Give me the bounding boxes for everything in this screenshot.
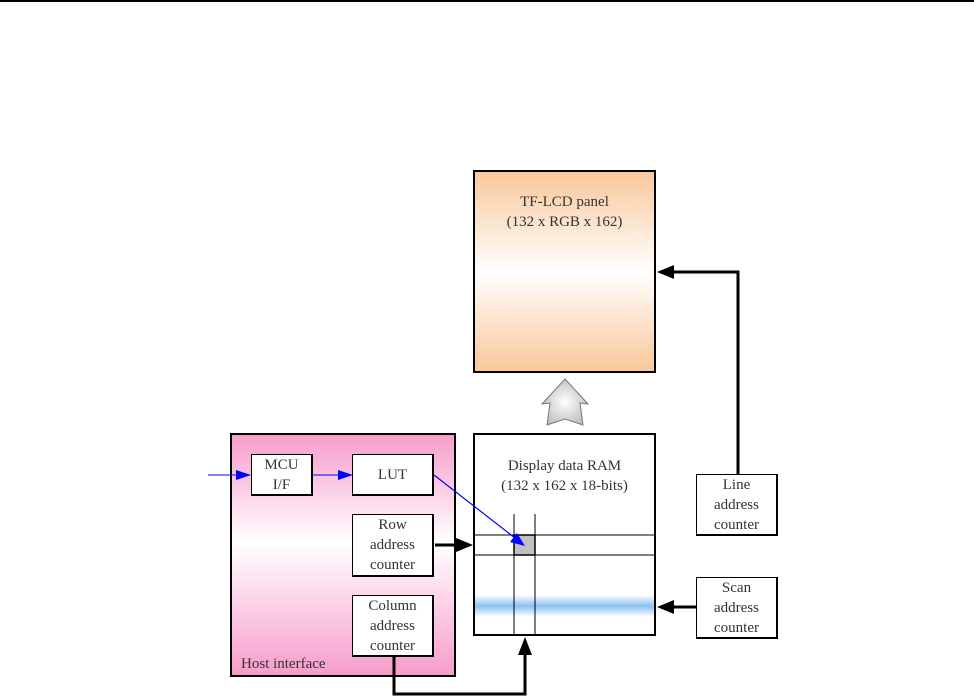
mcu-label: MCU xyxy=(264,456,299,473)
column-counter-line1: Column xyxy=(368,597,417,614)
column-counter-arrowhead-icon xyxy=(518,637,532,655)
ram-to-panel-arrow-icon xyxy=(540,378,590,426)
display-ram-size: (132 x 162 x 18-bits) xyxy=(501,478,628,494)
display-ram-name: Display data RAM xyxy=(507,458,622,474)
column-address-counter-box: Column address counter xyxy=(352,595,434,657)
scan-line-highlight xyxy=(475,595,654,617)
line-counter-line3: counter xyxy=(714,516,759,533)
display-ram-title: Display data RAM (132 x 162 x 18-bits) xyxy=(474,456,655,496)
lut-box: LUT xyxy=(352,454,434,496)
lut-to-ram-line xyxy=(433,474,516,539)
row-address-counter-box: Row address counter xyxy=(352,514,434,577)
row-counter-line1: Row xyxy=(378,517,407,533)
input-arrowhead-icon xyxy=(236,470,251,480)
row-counter-line3: counter xyxy=(370,557,415,573)
lcd-panel-title: TF-LCD panel (132 x RGB x 162) xyxy=(474,192,655,232)
mcu-if-label: I/F xyxy=(272,476,291,493)
row-counter-line2: address xyxy=(370,537,415,553)
line-address-counter-box: Line address counter xyxy=(696,474,778,536)
row-counter-arrowhead-icon xyxy=(456,538,473,552)
scan-counter-line3: counter xyxy=(714,619,759,636)
mcu-to-lut-arrowhead-icon xyxy=(338,470,353,480)
mcu-interface-box: MCU I/F xyxy=(251,454,313,496)
lcd-panel-block xyxy=(473,170,656,373)
scan-counter-line1: Scan xyxy=(721,579,752,596)
lcd-panel-resolution: (132 x RGB x 162) xyxy=(506,214,623,230)
line-counter-line1: Line xyxy=(722,476,751,493)
lut-label: LUT xyxy=(377,466,408,483)
column-counter-line3: counter xyxy=(370,637,415,654)
scan-counter-arrowhead-icon xyxy=(657,600,674,614)
column-counter-line2: address xyxy=(370,617,415,634)
host-interface-label: Host interface xyxy=(241,656,326,672)
line-counter-arrowhead-icon xyxy=(657,265,674,279)
lut-to-ram-arrowhead-icon xyxy=(510,533,525,546)
lcd-panel-name: TF-LCD panel xyxy=(520,194,609,210)
line-counter-line2: address xyxy=(714,496,759,513)
scan-address-counter-box: Scan address counter xyxy=(696,577,778,639)
page-top-rule xyxy=(0,0,974,2)
column-counter-connector xyxy=(392,655,527,696)
line-counter-to-panel-connector xyxy=(672,270,740,476)
scan-counter-line2: address xyxy=(714,599,759,616)
